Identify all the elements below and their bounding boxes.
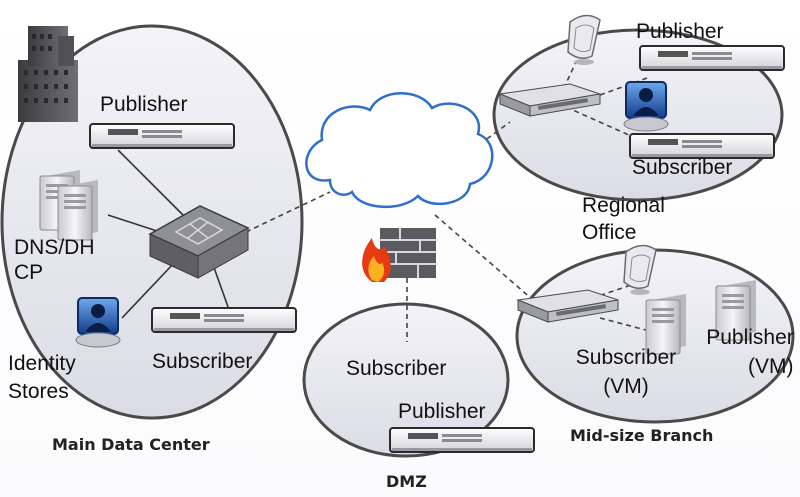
regional-publisher-appliance-icon <box>639 45 785 71</box>
branch-publisher-label: Publisher <box>706 326 794 349</box>
main-publisher-label: Publisher <box>100 93 188 116</box>
dmz-publisher-label: Publisher <box>398 400 486 423</box>
core-switch-icon <box>148 205 250 279</box>
regional-office-label-line1: Regional <box>582 194 665 217</box>
regional-subscriber-label: Subscriber <box>632 156 733 179</box>
regional-publisher-label: Publisher <box>636 20 724 43</box>
branch-subscriber-vm-server-icon <box>645 293 687 355</box>
internet-cloud-icon <box>305 92 494 208</box>
main-site-title: Main Data Center <box>52 435 210 454</box>
building-icon <box>18 26 78 122</box>
branch-subscriber-label: Subscriber <box>575 346 677 369</box>
main-publisher-appliance-icon <box>89 123 235 149</box>
firewall-icon <box>362 228 436 282</box>
regional-identity-store-icon <box>623 81 669 132</box>
dmz-site-ellipse <box>302 302 510 458</box>
branch-site-title: Mid-size Branch <box>570 426 714 445</box>
main-subscriber-appliance-icon <box>151 307 297 333</box>
identity-store-icon <box>75 297 121 348</box>
branch-subscriber-vm-note: (VM) <box>603 375 649 398</box>
identity-stores-label-line1: Identity <box>8 352 76 375</box>
regional-office-label-line2: Office <box>582 221 637 244</box>
identity-stores-label-line2: Stores <box>8 380 69 403</box>
dmz-publisher-appliance-icon <box>389 427 535 453</box>
branch-publisher-vm-note: (VM) <box>748 355 794 378</box>
dns-dhcp-label: DNS/DH CP <box>14 236 95 284</box>
dmz-site-title: DMZ <box>386 472 427 491</box>
main-subscriber-label: Subscriber <box>152 350 253 373</box>
dmz-subscriber-label: Subscriber <box>346 357 447 380</box>
dns-server-icon-2 <box>57 179 99 241</box>
regional-subscriber-appliance-icon <box>629 133 775 159</box>
